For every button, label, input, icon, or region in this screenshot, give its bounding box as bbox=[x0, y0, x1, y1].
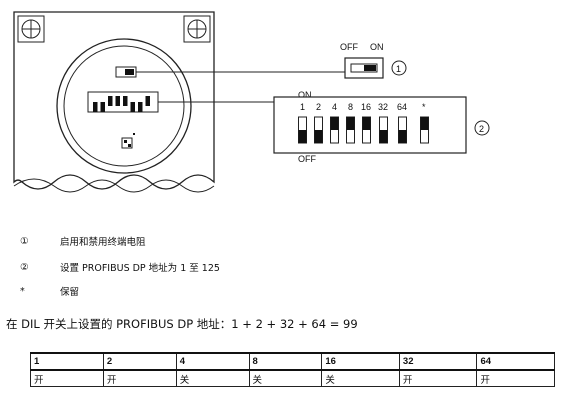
switch2-position-label: 4 bbox=[332, 102, 337, 112]
table-header-cell: 16 bbox=[321, 352, 400, 371]
switch2-position-label: * bbox=[422, 102, 426, 112]
legend-mark-2: ② bbox=[20, 261, 29, 273]
address-table: 1 2 4 8 16 32 64 开 开 关 关 关 开 开 bbox=[30, 352, 555, 387]
legend-item-2: ② 设置 PROFIBUS DP 地址为 1 至 125 bbox=[20, 260, 220, 275]
table-header-cell: 8 bbox=[248, 352, 323, 371]
table-cell: 关 bbox=[248, 370, 323, 387]
table-header-row: 1 2 4 8 16 32 64 bbox=[30, 352, 555, 371]
device-dip-lever bbox=[123, 96, 128, 106]
screw-top-right-icon bbox=[183, 15, 211, 43]
switch2-position-label: 32 bbox=[378, 102, 388, 112]
device-window-outer bbox=[56, 38, 192, 174]
table-cell: 关 bbox=[175, 370, 250, 387]
device-dip-lever bbox=[145, 96, 150, 106]
switch2-lever bbox=[379, 130, 388, 143]
table-cell: 开 bbox=[476, 370, 555, 387]
switch2-on-label: ON bbox=[298, 90, 312, 100]
switch2-lever bbox=[330, 117, 339, 130]
switch2-lever bbox=[398, 130, 407, 143]
connector-icon bbox=[121, 133, 135, 149]
switch2-position-label: 64 bbox=[397, 102, 407, 112]
device-housing bbox=[13, 11, 215, 190]
switch2-lever bbox=[314, 130, 323, 143]
switch2-lever bbox=[298, 130, 307, 143]
switch1-on-label: ON bbox=[370, 42, 384, 52]
switch2-position-label: 1 bbox=[300, 102, 305, 112]
table-cell: 开 bbox=[30, 370, 104, 387]
legend-mark-1: ① bbox=[20, 235, 29, 247]
device-window-inner bbox=[63, 45, 185, 167]
table-header-cell: 1 bbox=[30, 352, 104, 371]
device-dip-lever bbox=[115, 96, 120, 106]
table-cell: 开 bbox=[398, 370, 478, 387]
switch2-lever bbox=[362, 117, 371, 130]
address-sentence: 在 DIL 开关上设置的 PROFIBUS DP 地址：1 + 2 + 32 +… bbox=[6, 317, 358, 331]
dip-switch-diagram: OFF ON 1 ON 1 2 4 8 16 32 64 * OFF 2 bbox=[13, 11, 490, 193]
device-dip-lever bbox=[138, 102, 143, 112]
table-cell: 开 bbox=[102, 370, 177, 387]
switch2-position-label: 8 bbox=[348, 102, 353, 112]
switch2-position-label: 16 bbox=[361, 102, 371, 112]
switch1-off-label: OFF bbox=[340, 42, 358, 52]
callout-1-icon bbox=[391, 60, 407, 76]
table-row: 开 开 关 关 关 开 开 bbox=[30, 370, 555, 387]
table-cell: 关 bbox=[321, 370, 400, 387]
device-dip-lever bbox=[100, 102, 105, 112]
legend-text-3: 保留 bbox=[60, 287, 80, 298]
svg-text:2: 2 bbox=[479, 124, 484, 134]
switch2-lever bbox=[346, 117, 355, 130]
legend-item-3: * 保留 bbox=[20, 284, 80, 299]
table-header-cell: 32 bbox=[398, 352, 478, 371]
table-header-cell: 64 bbox=[476, 352, 555, 371]
legend-mark-3: * bbox=[20, 285, 25, 297]
callout-2-icon bbox=[474, 120, 490, 136]
device-dip-lever bbox=[108, 96, 113, 106]
device-dip-lever bbox=[130, 102, 135, 112]
table-header-cell: 2 bbox=[102, 352, 177, 371]
switch1-lever bbox=[364, 65, 376, 71]
device-dip-lever bbox=[93, 102, 98, 112]
legend-item-1: ① 启用和禁用终端电阻 bbox=[20, 234, 146, 249]
legend-text-2: 设置 PROFIBUS DP 地址为 1 至 125 bbox=[60, 263, 220, 274]
housing-wavy-edge bbox=[13, 178, 215, 193]
table-header-cell: 4 bbox=[175, 352, 250, 371]
switch2-position-label: 2 bbox=[316, 102, 321, 112]
switch2-lever bbox=[420, 117, 429, 130]
svg-text:1: 1 bbox=[396, 64, 401, 74]
switch2-off-label: OFF bbox=[298, 154, 316, 164]
legend-text-1: 启用和禁用终端电阻 bbox=[60, 237, 146, 248]
screw-top-left-icon bbox=[17, 15, 45, 43]
